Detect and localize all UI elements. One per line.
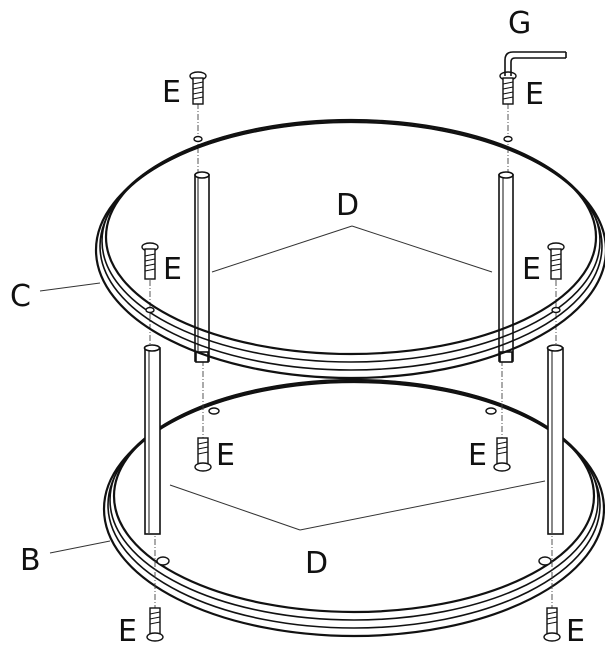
label-e-mid-left: E [163,252,182,287]
upper-ring-holes [145,135,561,314]
screw-e-mid-left [141,242,159,280]
label-e-top-left: E [162,75,181,110]
label-e-bottom-left: E [118,614,137,648]
label-e-lower-left: E [216,438,235,473]
label-c: C [10,279,31,314]
label-e-bottom-right: E [566,614,585,648]
lower-ring-holes [156,407,552,566]
screw-e-top-left [189,71,207,105]
screw-e-top-right [499,71,517,105]
allen-key-g [504,51,567,76]
rod-d-back-right [498,171,514,363]
label-g: G [508,6,531,41]
screw-e-bottom-left [146,607,164,642]
rod-d-front-left [143,344,161,535]
label-d-upper: D [336,188,359,223]
rod-d-front-right [546,344,564,535]
screw-e-bottom-right [543,607,561,642]
screw-e-lower-back-left [194,437,212,472]
label-e-mid-right: E [522,252,541,287]
screw-e-lower-back-right [493,437,511,472]
lower-ring-b [102,378,605,638]
label-d-lower: D [305,546,328,581]
upper-ring-c [94,118,605,380]
label-e-lower-right: E [468,438,487,473]
label-b: B [20,543,41,578]
rod-d-back-left [194,171,210,363]
screw-e-mid-right [547,242,565,280]
leader-lines [39,225,546,554]
label-e-top-right: E [525,77,544,112]
